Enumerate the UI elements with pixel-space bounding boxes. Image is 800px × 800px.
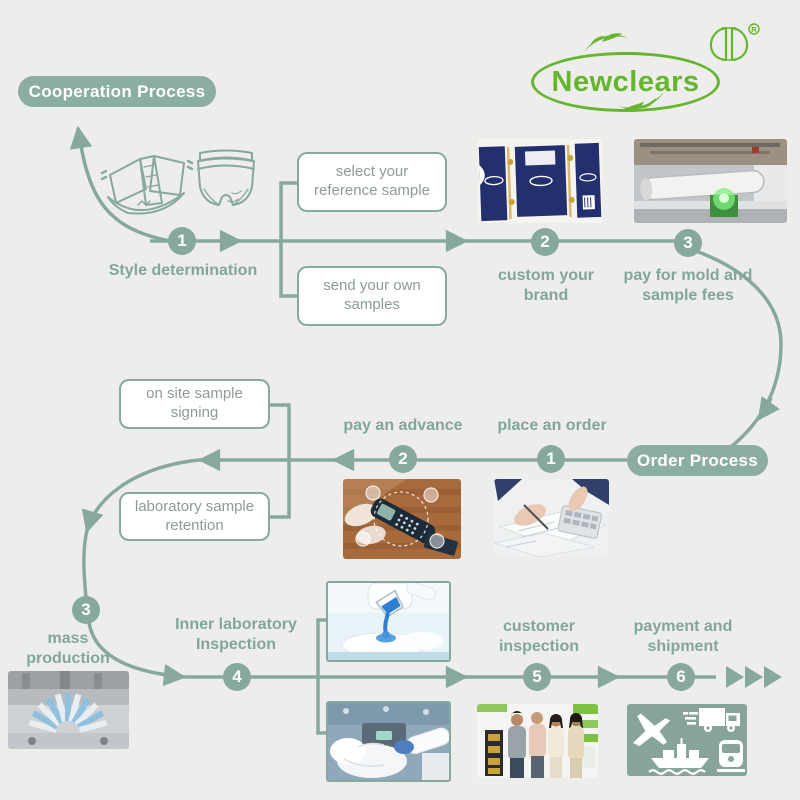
people-group bbox=[508, 711, 584, 778]
cooperation-process-badge: Cooperation Process bbox=[18, 76, 216, 107]
step-number: 2 bbox=[540, 232, 550, 251]
customer-inspection-illustration bbox=[477, 704, 598, 778]
ship-icon bbox=[648, 738, 709, 775]
arrow-down-right-curve bbox=[757, 396, 780, 421]
label-custom-your-brand: custom your brand bbox=[497, 267, 594, 304]
brand-name: Newclears bbox=[551, 65, 700, 98]
step-circle-coop-1: 1 bbox=[168, 227, 196, 255]
place-order-illustration bbox=[494, 479, 609, 557]
payment-illustration bbox=[343, 479, 461, 559]
step-number: 1 bbox=[177, 231, 187, 250]
packaging-design-photo bbox=[478, 139, 602, 223]
label-style-determination: Style determination bbox=[108, 262, 258, 279]
arrow-down-left-curve bbox=[81, 508, 104, 534]
step-circle-order-5: 5 bbox=[523, 663, 551, 691]
machinery-photo bbox=[634, 139, 787, 223]
machinery-illustration bbox=[634, 139, 787, 223]
product-drawings-icon bbox=[100, 149, 255, 215]
airplane-icon bbox=[632, 713, 671, 747]
pull-up-pants-icon bbox=[197, 149, 255, 206]
label-payment-and-shipment: payment and shipment bbox=[633, 618, 733, 655]
train-icon bbox=[717, 740, 745, 772]
customer-inspection-photo bbox=[477, 704, 598, 778]
truck-icon bbox=[683, 708, 740, 732]
flow-end-triple-arrow bbox=[726, 666, 782, 688]
leaf-decoration-top-icon bbox=[584, 33, 628, 52]
leaf-decoration-bottom-icon bbox=[618, 92, 664, 111]
brand-monogram-icon: R bbox=[709, 23, 760, 62]
option-box-send-own-samples: send your own samples bbox=[297, 266, 447, 326]
option-label: on site sample signing bbox=[146, 385, 243, 421]
label-customer-inspection: customer inspection bbox=[498, 618, 579, 655]
option-label: laboratory sample retention bbox=[134, 497, 255, 534]
option-box-onsite-sample-signing: on site sample signing bbox=[119, 379, 270, 429]
option-label: send your own samples bbox=[323, 277, 421, 313]
lab-absorbency-test-photo bbox=[326, 581, 451, 662]
step-circle-order-6: 6 bbox=[667, 663, 695, 691]
step-number: 6 bbox=[676, 667, 686, 686]
payment-photo bbox=[343, 479, 461, 559]
step-circle-coop-2: 2 bbox=[531, 228, 559, 256]
label-pay-for-mold: pay for mold and sample fees bbox=[623, 267, 753, 304]
registered-mark: R bbox=[751, 25, 757, 34]
step-circle-order-1: 1 bbox=[537, 445, 565, 473]
mass-production-illustration bbox=[8, 671, 129, 749]
option-box-select-reference-sample: select your reference sample bbox=[297, 152, 447, 212]
step-circle-order-4: 4 bbox=[223, 663, 251, 691]
step-circle-order-3: 3 bbox=[72, 596, 100, 624]
bracket-inspection-photos bbox=[316, 618, 327, 735]
step-number: 2 bbox=[398, 449, 408, 468]
open-diaper-icon bbox=[100, 155, 194, 215]
option-box-laboratory-sample-retention: laboratory sample retention bbox=[119, 492, 270, 541]
place-order-photo bbox=[494, 479, 609, 557]
transport-icons bbox=[627, 704, 747, 776]
line-to-cooperation-badge bbox=[69, 125, 171, 243]
order-process-badge: Order Process bbox=[627, 445, 768, 476]
step-circle-order-2: 2 bbox=[389, 445, 417, 473]
order-badge-label: Order Process bbox=[636, 450, 759, 470]
lab-machine-test-photo bbox=[326, 701, 451, 782]
transport-icons-panel bbox=[627, 704, 747, 776]
step-number: 4 bbox=[232, 667, 242, 686]
mass-production-photo bbox=[8, 671, 129, 749]
label-pay-an-advance: pay an advance bbox=[343, 417, 463, 434]
bracket-sample-options bbox=[279, 181, 297, 298]
step-number: 1 bbox=[546, 449, 556, 468]
packaging-design-illustration bbox=[478, 139, 602, 223]
step-circle-coop-3: 3 bbox=[674, 229, 702, 257]
label-place-an-order: place an order bbox=[497, 417, 607, 434]
cooperation-badge-label: Cooperation Process bbox=[28, 81, 206, 101]
lab-machine-illustration bbox=[328, 703, 449, 780]
bracket-retention-options bbox=[270, 403, 291, 519]
label-inner-laboratory-inspection: Inner laboratory Inspection bbox=[175, 616, 297, 653]
arrow-bottom-entry bbox=[157, 663, 187, 687]
step-number: 5 bbox=[532, 667, 542, 686]
step-number: 3 bbox=[81, 600, 91, 619]
label-mass-production: mass production bbox=[26, 630, 110, 667]
step-number: 3 bbox=[683, 233, 693, 252]
lab-absorbency-illustration bbox=[328, 583, 449, 660]
option-label: select your reference sample bbox=[314, 163, 430, 199]
